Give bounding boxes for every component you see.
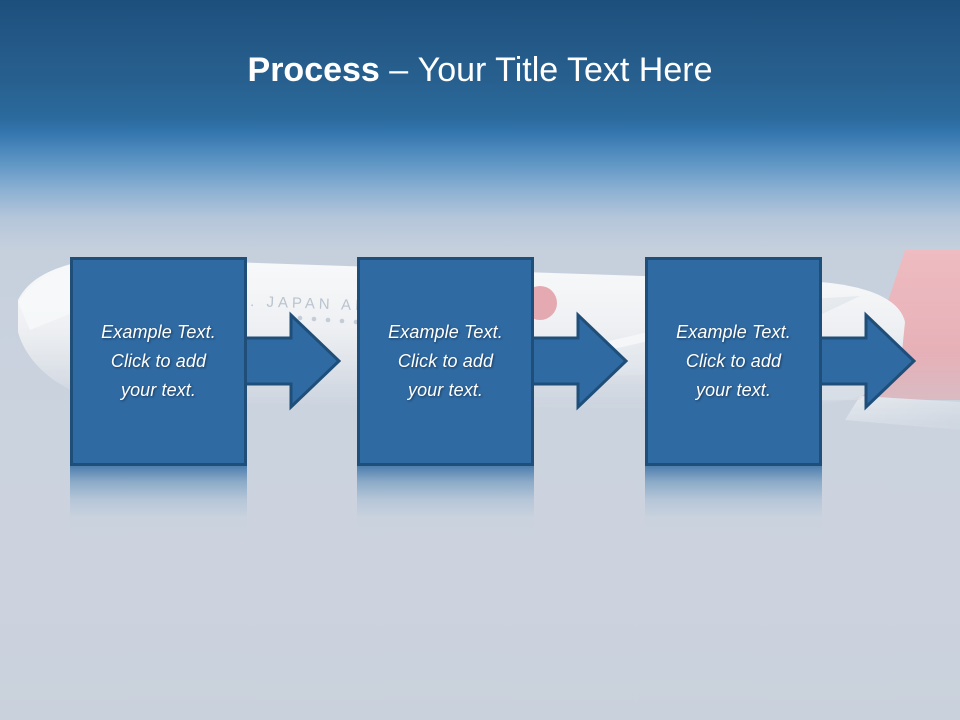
process-step-2-text[interactable]: Example Text. Click to add your text. — [388, 322, 503, 400]
process-step-box-3[interactable]: Example Text. Click to add your text. — [645, 257, 822, 466]
step-box-3-reflection — [645, 466, 822, 536]
process-arrow-1[interactable] — [243, 310, 343, 412]
title-dash: – — [379, 51, 418, 89]
step-box-2-reflection — [357, 466, 534, 536]
step-box-1-reflection — [70, 466, 247, 536]
process-step-3-text[interactable]: Example Text. Click to add your text. — [676, 322, 791, 400]
slide-title: Process – Your Title Text Here — [0, 48, 960, 92]
process-step-box-2[interactable]: Example Text. Click to add your text. — [357, 257, 534, 466]
process-step-box-1[interactable]: Example Text. Click to add your text. — [70, 257, 247, 466]
title-rest-part: Your Title Text Here — [417, 51, 713, 89]
svg-text:. JAPAN AIR: . JAPAN AIR — [250, 293, 378, 315]
title-bold-part: Process — [247, 51, 380, 89]
process-arrow-2[interactable] — [530, 310, 630, 412]
process-arrow-3[interactable] — [818, 310, 918, 412]
process-step-1-text[interactable]: Example Text. Click to add your text. — [101, 322, 216, 400]
